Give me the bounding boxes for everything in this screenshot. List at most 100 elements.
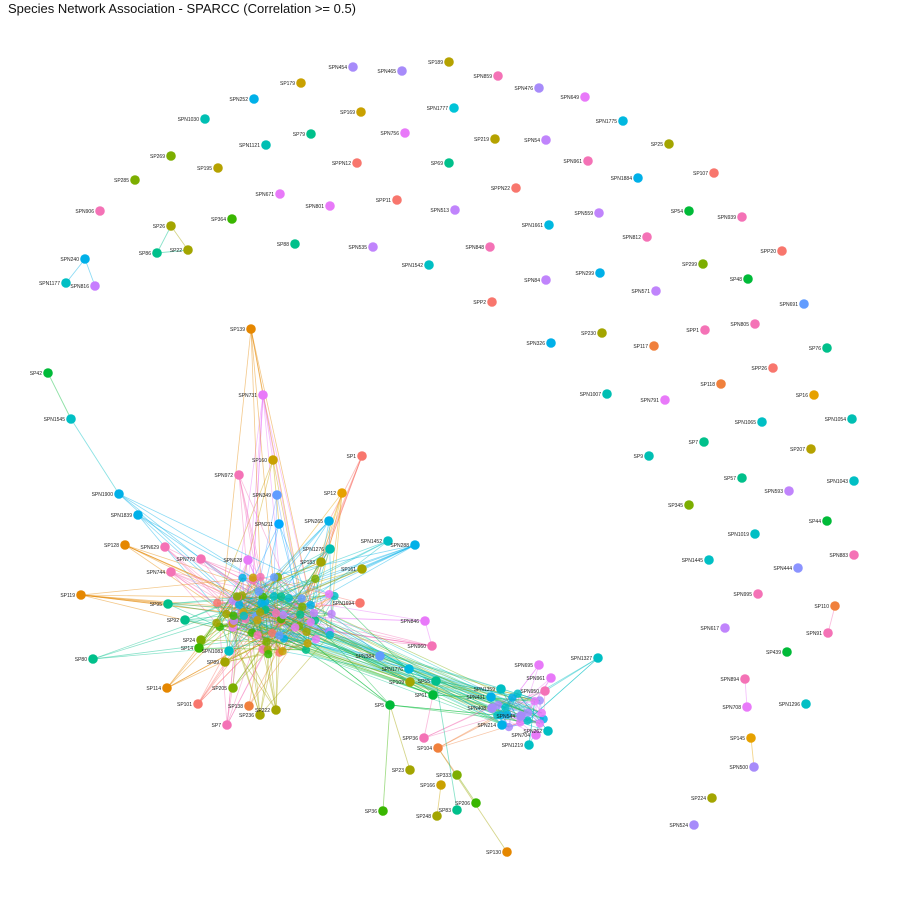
cluster-node [269, 573, 279, 582]
cluster-node [253, 631, 262, 640]
edge [320, 455, 363, 563]
cluster-node [303, 639, 312, 648]
edge [250, 328, 264, 396]
cluster-node [284, 594, 293, 603]
node-spn1359 [496, 684, 506, 694]
edge [248, 609, 266, 707]
cluster-node [493, 711, 502, 720]
node-sp166 [436, 780, 446, 790]
edge [264, 601, 330, 636]
node-sp88 [290, 239, 300, 249]
edge [277, 576, 302, 599]
node-spn731 [258, 390, 268, 400]
node-sp236 [255, 710, 265, 720]
node-label: SP101 [177, 702, 192, 708]
edge [274, 576, 330, 595]
node-spn812 [642, 232, 652, 242]
node-label: SPN791 [640, 398, 659, 404]
edge [233, 620, 434, 696]
edge [200, 558, 315, 614]
edge [389, 704, 501, 716]
edge [282, 455, 363, 652]
node-sp439 [782, 647, 792, 657]
edge [47, 372, 72, 420]
edge [198, 647, 307, 651]
edge [512, 697, 544, 720]
node-label: SP61 [415, 693, 427, 699]
edge [334, 595, 434, 696]
node-label: SPN299 [575, 271, 594, 277]
node-sp285 [130, 175, 140, 185]
cluster-node [264, 650, 273, 659]
cluster-node [248, 573, 258, 582]
node-label: SPN524 [669, 823, 688, 829]
node-sp222 [271, 705, 281, 715]
cluster-node [530, 696, 539, 706]
node-label: SP333 [436, 773, 451, 779]
edge [238, 474, 280, 653]
edge [273, 596, 280, 653]
cluster-node [212, 618, 221, 628]
edge [437, 747, 458, 776]
cluster-node [239, 611, 249, 621]
node-label: SPN544 [496, 714, 515, 720]
edge [250, 328, 316, 621]
node-label: SPN1661 [522, 223, 544, 229]
edge [283, 614, 331, 633]
edge [320, 492, 343, 563]
node-sp83 [452, 805, 462, 815]
cluster-node [257, 598, 266, 608]
node-label: SPN265 [304, 519, 323, 525]
edge [238, 474, 301, 615]
edge [437, 714, 498, 749]
node-spn939 [737, 212, 747, 222]
node-spn559 [594, 208, 604, 218]
node-label: SPN950 [520, 689, 539, 695]
edge [118, 493, 308, 644]
edge [508, 693, 519, 728]
edge [278, 523, 312, 606]
node-sp219 [490, 134, 500, 144]
node-sp299 [698, 259, 708, 269]
cluster-node [324, 589, 334, 599]
cluster-node [502, 710, 512, 719]
node-label: SP24 [183, 638, 195, 644]
node-spp36 [419, 733, 429, 743]
node-sp107 [709, 168, 719, 178]
edge [243, 615, 498, 716]
node-spn950 [540, 686, 550, 696]
edge [314, 578, 330, 632]
edge [137, 514, 234, 602]
node-spn544 [516, 711, 526, 721]
cluster-node [271, 608, 281, 618]
node-label: SPN859 [473, 74, 492, 80]
edge [167, 596, 238, 605]
edge [226, 602, 361, 615]
node-spn500 [749, 762, 759, 772]
node-sp7 [699, 437, 709, 447]
cluster-node [523, 708, 533, 717]
node-spn1276 [325, 544, 335, 554]
node-label: SP128 [104, 543, 119, 549]
node-sp118 [716, 379, 726, 389]
edge [423, 693, 518, 739]
node-sp224 [707, 793, 717, 803]
node-spn848 [485, 242, 495, 252]
edge [257, 619, 529, 714]
node-label: SPN54 [524, 138, 540, 144]
edge [251, 620, 282, 633]
node-label: SP107 [693, 171, 708, 177]
node-label: SPN816 [70, 284, 89, 290]
node-label: SPN812 [622, 235, 641, 241]
edge [329, 631, 510, 728]
node-sp206 [471, 798, 481, 808]
node-label: SPN384 [355, 654, 374, 660]
edge [232, 604, 240, 689]
node-label: SP92 [167, 618, 179, 624]
node-spn1445 [704, 555, 714, 565]
edge [505, 700, 535, 708]
node-spn1884 [633, 173, 643, 183]
node-label: SPN500 [729, 765, 748, 771]
node-spn1219 [524, 740, 534, 750]
edge [92, 638, 317, 660]
